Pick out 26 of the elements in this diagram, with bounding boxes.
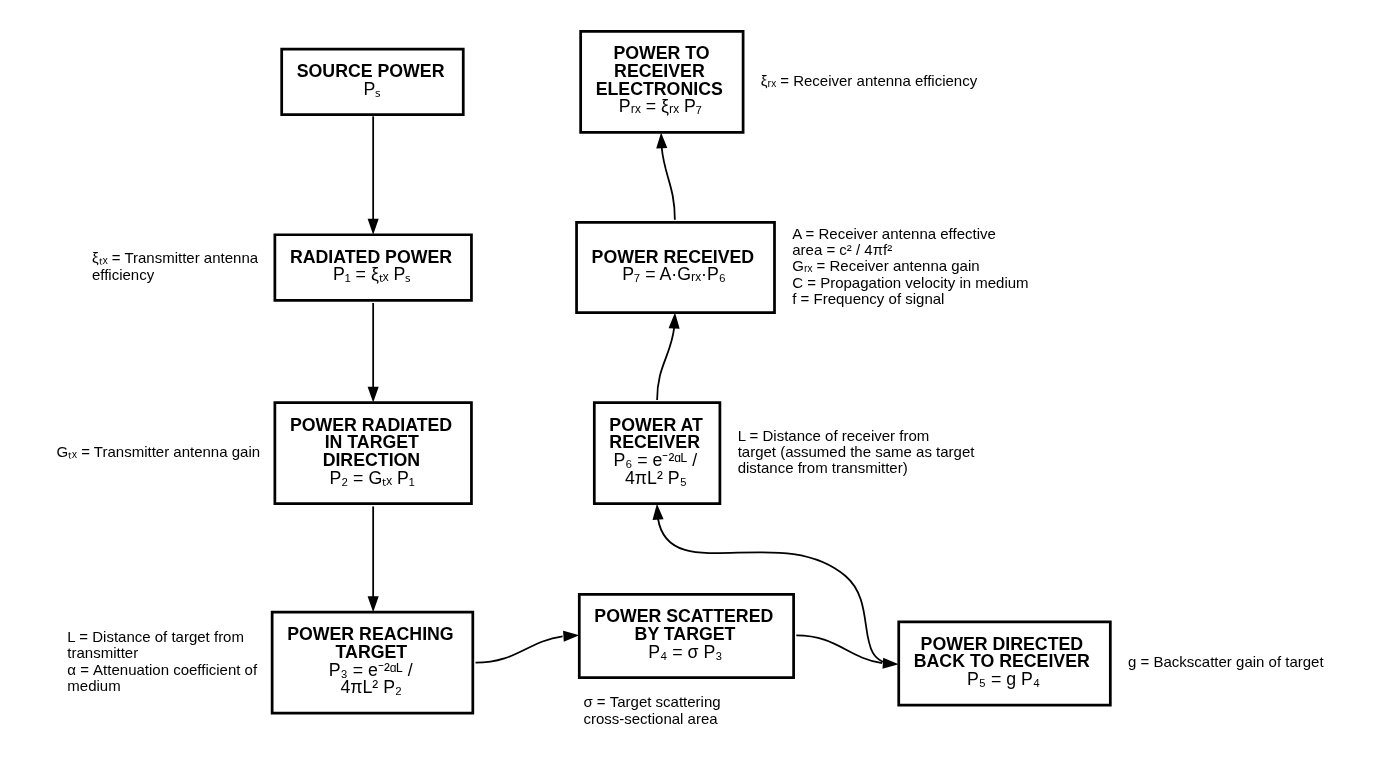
node-label: Gₜₓ = Transmitter antenna gain <box>55 442 260 460</box>
arrow <box>655 132 676 221</box>
node-label: C = Propagation velocity in medium <box>791 273 1029 291</box>
node-box: POWER DIRECTED BACK TO RECEIVER P₅ = g P₄ <box>896 620 1112 707</box>
node-label: α = Attenuation coefficient of medium <box>66 660 257 695</box>
node-label: ξᵣₓ = Receiver antenna efficiency <box>760 71 977 89</box>
node-box: POWER RECEIVED P₇ = A·Gᵣₓ·P₆ <box>574 221 776 314</box>
node-box: POWER AT RECEIVER P₆ = e⁻²ᵅᴸ / 4πL² P₅ <box>592 401 721 506</box>
node-box: POWER REACHING TARGET P₃ = e⁻²ᵅᴸ / 4πL² P₂ <box>270 610 474 715</box>
node-box: SOURCE POWER Pₛ <box>279 47 465 116</box>
node-box: RADIATED POWER P₁ = ξₜₓ Pₛ <box>273 233 473 302</box>
arrow <box>367 302 379 403</box>
node-label: A = Receiver antenna effective area = c² / 4πf² <box>791 224 996 258</box>
node-label: σ = Target scattering cross-sectional area <box>582 693 721 727</box>
node-label: f = Frequency of signal <box>791 290 944 308</box>
node-box: POWER SCATTERED BY TARGET P₄ = σ P₃ <box>577 593 795 680</box>
arrow <box>367 115 379 235</box>
arrow <box>655 312 680 401</box>
node-label: L = Distance of receiver from target (assumed the same as target distance from transmitter) <box>737 426 974 477</box>
node-label: Gᵣₓ = Receiver antenna gain <box>791 257 980 275</box>
node-label: g = Backscatter gain of target <box>1127 653 1324 671</box>
arrow <box>474 630 579 664</box>
arrow <box>367 505 379 613</box>
node-label: ξₜₓ = Transmitter antenna efficiency <box>91 249 258 283</box>
node-box: POWER TO RECEIVER ELECTRONICS Pᵣₓ = ξᵣₓ P₇ <box>578 29 744 134</box>
node-box: POWER RADIATED IN TARGET DIRECTION P₂ = Gₜₓ P₁ <box>273 401 473 506</box>
